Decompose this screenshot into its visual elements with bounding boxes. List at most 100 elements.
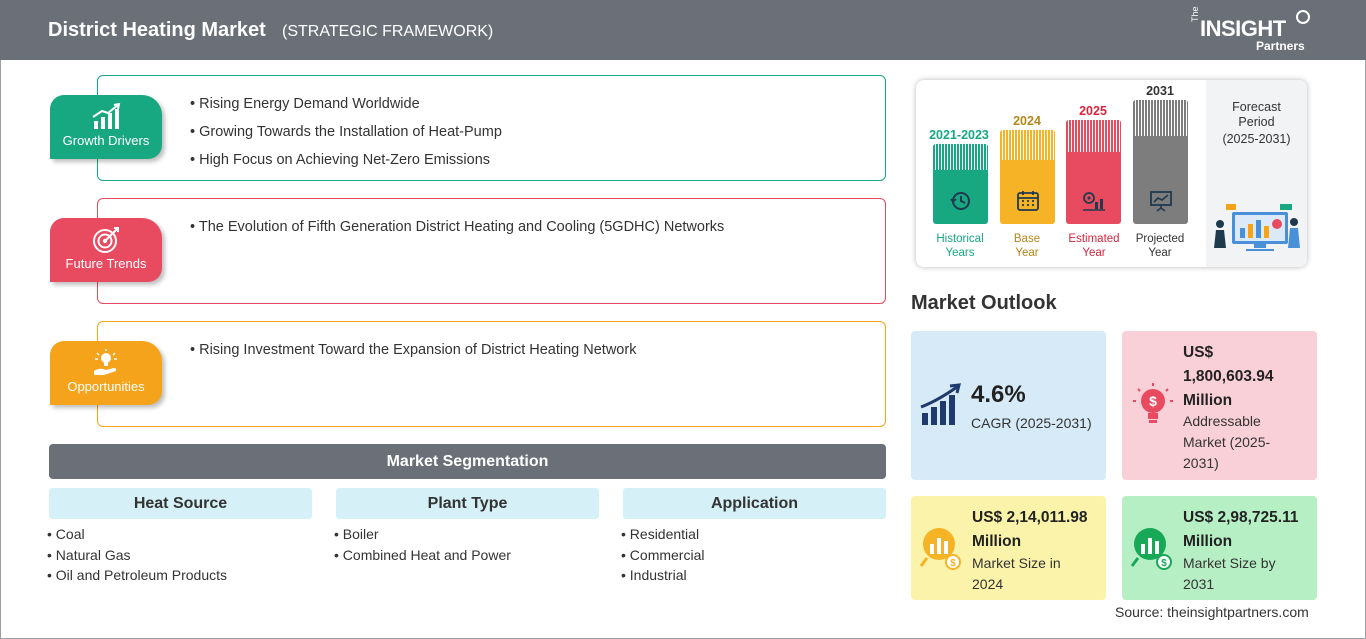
addressable-desc-line1: Addressable bbox=[1183, 413, 1261, 429]
forecast-line1: Forecast bbox=[1232, 100, 1281, 114]
size2031-desc-line1: Market Size by bbox=[1183, 555, 1276, 571]
target-icon bbox=[93, 227, 119, 253]
header-bar: District Heating Market (STRATEGIC FRAME… bbox=[0, 0, 1366, 60]
list-item: Oil and Petroleum Products bbox=[47, 567, 227, 588]
svg-text:$: $ bbox=[1161, 558, 1167, 569]
size2024-value-line2: Million bbox=[972, 533, 1022, 550]
gears-chart-icon bbox=[1082, 192, 1105, 211]
base-caption-line1: Base bbox=[1013, 233, 1041, 245]
market-size-2031-card: $ US$ 2,98,725.11 Million Market Size by… bbox=[1122, 496, 1317, 600]
market-size-2031-description: Market Size by 2031 bbox=[1183, 553, 1276, 595]
market-size-2024-value: US$ 2,14,011.98 Million bbox=[972, 506, 1088, 554]
list-item: Industrial bbox=[621, 567, 704, 588]
historical-caption-line2: Years bbox=[945, 247, 975, 259]
timeline-card: 2021-2023 Historical Years 2024 Base Yea… bbox=[916, 80, 1307, 267]
projected-year-bar bbox=[1133, 100, 1188, 224]
coin-chart-icon: $ bbox=[1130, 528, 1172, 570]
growth-drivers-badge: Growth Drivers bbox=[50, 95, 162, 159]
market-size-2024-card: $ US$ 2,14,011.98 Million Market Size in… bbox=[911, 496, 1106, 600]
list-item: Commercial bbox=[621, 547, 705, 568]
dollar-bulb-icon: $ bbox=[1133, 383, 1173, 423]
base-year-label: 2024 bbox=[1013, 114, 1041, 128]
addressable-value-line2: 1,800,603.94 bbox=[1183, 368, 1274, 385]
addressable-desc-line3: 2031) bbox=[1183, 455, 1219, 471]
list-item: High Focus on Achieving Net-Zero Emissio… bbox=[190, 152, 502, 180]
logo-the-text: The bbox=[1190, 6, 1200, 22]
coin-chart-icon: $ bbox=[919, 528, 961, 570]
projected-year-label: 2031 bbox=[1146, 84, 1174, 98]
svg-text:$: $ bbox=[950, 558, 956, 569]
base-year-caption: Base Year bbox=[987, 232, 1067, 260]
addressable-market-description: Addressable Market (2025- 2031) bbox=[1183, 411, 1270, 474]
logo-insight-text: INSIGHT bbox=[1200, 16, 1286, 41]
svg-text:$: $ bbox=[1149, 393, 1157, 409]
historical-caption: Historical Years bbox=[920, 232, 1000, 260]
future-trends-list: The Evolution of Fifth Generation Distri… bbox=[190, 219, 724, 247]
size2031-value-line2: Million bbox=[1183, 533, 1233, 550]
future-trends-box: The Evolution of Fifth Generation Distri… bbox=[97, 198, 886, 304]
opportunities-badge: Opportunities bbox=[50, 341, 162, 405]
list-item: Residential bbox=[621, 526, 704, 547]
list-item: Growing Towards the Installation of Heat… bbox=[190, 124, 502, 152]
page-title: District Heating Market bbox=[48, 19, 266, 41]
size2024-desc-line2: 2024 bbox=[972, 576, 1004, 592]
estimated-caption-line1: Estimated bbox=[1068, 233, 1120, 245]
segment-list-application: Residential Commercial Industrial bbox=[621, 526, 705, 588]
list-item: The Evolution of Fifth Generation Distri… bbox=[190, 219, 724, 247]
addressable-value-line3: Million bbox=[1183, 392, 1233, 409]
logo-ring-icon bbox=[1296, 10, 1310, 24]
estimated-year-caption: Estimated Year bbox=[1054, 232, 1134, 260]
insight-partners-logo[interactable]: The INSIGHT Partners bbox=[1190, 6, 1315, 54]
forecast-period-panel: Forecast Period (2025-2031) bbox=[1206, 80, 1307, 267]
cagr-card: 4.6% CAGR (2025-2031) bbox=[911, 331, 1106, 480]
size2031-desc-line2: 2031 bbox=[1183, 576, 1215, 592]
future-trends-badge: Future Trends bbox=[50, 218, 162, 282]
cagr-description: CAGR (2025-2031) bbox=[971, 415, 1092, 431]
market-size-2031-value: US$ 2,98,725.11 Million bbox=[1183, 506, 1299, 554]
growth-chart-icon bbox=[92, 103, 121, 129]
future-trends-label: Future Trends bbox=[65, 256, 147, 271]
growth-drivers-list: Rising Energy Demand Worldwide Growing T… bbox=[190, 96, 502, 180]
forecast-period-range: (2025-2031) bbox=[1222, 132, 1291, 146]
source-credit[interactable]: Source: theinsightpartners.com bbox=[1115, 604, 1309, 620]
addressable-desc-line2: Market (2025- bbox=[1183, 434, 1271, 450]
page-subtitle: (STRATEGIC FRAMEWORK) bbox=[282, 23, 494, 40]
presentation-board-icon bbox=[1149, 191, 1172, 212]
estimated-caption-line2: Year bbox=[1082, 247, 1106, 259]
size2024-value-line1: US$ 2,14,011.98 bbox=[972, 509, 1088, 526]
list-item: Natural Gas bbox=[47, 547, 227, 568]
projected-caption-line2: Year bbox=[1148, 247, 1172, 259]
segment-heading-application: Application bbox=[623, 488, 886, 519]
historical-bar bbox=[933, 144, 988, 224]
base-year-bar bbox=[1000, 130, 1055, 224]
analytics-people-illustration-icon bbox=[1214, 204, 1300, 251]
segment-heading-plant-type: Plant Type bbox=[336, 488, 599, 519]
opportunities-list: Rising Investment Toward the Expansion o… bbox=[190, 342, 636, 370]
growth-drivers-label: Growth Drivers bbox=[62, 133, 150, 148]
addressable-value-line1: US$ bbox=[1183, 344, 1214, 361]
history-clock-icon bbox=[949, 192, 970, 210]
projected-caption-line1: Projected bbox=[1135, 233, 1185, 245]
base-caption-line2: Year bbox=[1015, 247, 1039, 259]
forecast-period-title: Forecast Period bbox=[1206, 100, 1307, 130]
historical-year-label: 2021-2023 bbox=[929, 128, 989, 142]
calendar-icon bbox=[1016, 191, 1039, 211]
segment-list-heat-source: Coal Natural Gas Oil and Petroleum Produ… bbox=[47, 526, 227, 588]
historical-caption-line1: Historical bbox=[936, 233, 984, 245]
opportunities-label: Opportunities bbox=[67, 379, 145, 394]
projected-year-caption: Projected Year bbox=[1120, 232, 1200, 260]
estimated-year-label: 2025 bbox=[1079, 104, 1107, 118]
opportunities-box: Rising Investment Toward the Expansion o… bbox=[97, 321, 886, 427]
size2031-value-line1: US$ 2,98,725.11 bbox=[1183, 509, 1299, 526]
lightbulb-hand-icon bbox=[94, 349, 117, 375]
estimated-year-bar bbox=[1066, 120, 1121, 224]
addressable-market-value: US$ 1,800,603.94 Million bbox=[1183, 341, 1274, 413]
market-size-2024-description: Market Size in 2024 bbox=[972, 553, 1061, 595]
addressable-market-card: $ US$ 1,800,603.94 Million Addressable M… bbox=[1122, 331, 1317, 480]
growth-drivers-box: Rising Energy Demand Worldwide Growing T… bbox=[97, 75, 886, 181]
list-item: Combined Heat and Power bbox=[334, 547, 511, 568]
size2024-desc-line1: Market Size in bbox=[972, 555, 1061, 571]
forecast-line2: Period bbox=[1238, 115, 1275, 129]
list-item: Rising Investment Toward the Expansion o… bbox=[190, 342, 636, 370]
segment-list-plant-type: Boiler Combined Heat and Power bbox=[334, 526, 511, 567]
